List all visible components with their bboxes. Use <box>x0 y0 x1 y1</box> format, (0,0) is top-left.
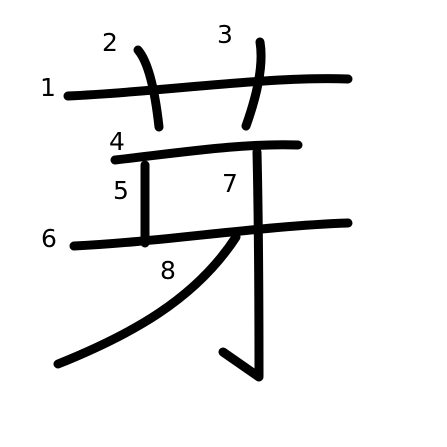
stroke-number-1: 1 <box>40 73 56 102</box>
stroke-6 <box>69 218 353 251</box>
stroke-8 <box>53 232 241 369</box>
stroke-number-2: 2 <box>102 28 118 57</box>
stroke-number-4: 4 <box>109 127 125 156</box>
character-strokes <box>53 37 353 382</box>
stroke-number-6: 6 <box>41 224 57 253</box>
stroke-3 <box>241 37 266 131</box>
stroke-number-7: 7 <box>222 169 238 198</box>
stroke-2 <box>133 45 164 132</box>
stroke-4 <box>110 140 303 165</box>
stroke-number-5: 5 <box>113 176 129 205</box>
stroke-number-8: 8 <box>160 256 176 285</box>
stroke-number-3: 3 <box>217 20 233 49</box>
stroke-number-labels: 1 2 3 4 5 6 7 8 <box>40 20 238 285</box>
stroke-7 <box>218 147 264 382</box>
stroke-1 <box>63 74 353 101</box>
